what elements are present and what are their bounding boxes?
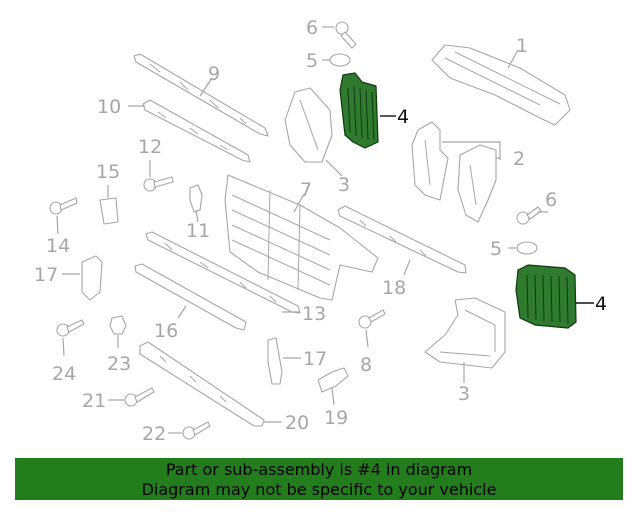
part-22-bolt[interactable] <box>182 421 211 440</box>
banner-line-2: Diagram may not be specific to your vehi… <box>141 480 497 499</box>
callout-3b: 3 <box>458 383 470 405</box>
callout-2: 2 <box>513 148 525 170</box>
part-10-seal[interactable] <box>142 99 251 163</box>
part-2-brackets[interactable] <box>411 121 497 223</box>
leader-18 <box>403 259 411 276</box>
callout-5a: 5 <box>306 50 318 72</box>
part-14-bolt[interactable] <box>49 197 78 215</box>
part-13-lower-bar[interactable] <box>145 231 301 314</box>
part-23-clip[interactable] <box>109 315 127 335</box>
callout-17b: 17 <box>303 348 327 370</box>
part-17-bracket-right[interactable] <box>267 337 283 385</box>
part-18-right-bar[interactable] <box>337 205 467 274</box>
callout-1: 1 <box>516 35 528 57</box>
leader-19 <box>331 387 335 406</box>
callout-7: 7 <box>300 179 312 201</box>
part-3-side-shield-upper[interactable] <box>284 87 333 163</box>
leader-11 <box>195 209 199 223</box>
callout-19: 19 <box>324 407 348 429</box>
info-banner: Part or sub-assembly is #4 in diagram Di… <box>15 458 623 500</box>
leader-16 <box>177 305 187 319</box>
callout-23: 23 <box>107 353 131 375</box>
part-3-lower-deflector[interactable] <box>424 297 506 369</box>
callout-18: 18 <box>382 277 406 299</box>
parts-diagram: 1 2 3 3 4 4 5 5 <box>34 17 607 445</box>
leader-1 <box>507 49 519 69</box>
part-16-trim-strip[interactable] <box>134 263 247 331</box>
part-4-air-duct-upper[interactable] <box>339 72 379 149</box>
callout-6b: 6 <box>545 189 557 211</box>
callout-3a: 3 <box>338 174 350 196</box>
part-1-air-deflector[interactable] <box>431 44 571 126</box>
part-4-air-duct-lower[interactable] <box>515 264 577 329</box>
callout-6a: 6 <box>306 17 318 39</box>
part-20-lower-bracket[interactable] <box>139 341 265 427</box>
callout-22: 22 <box>142 423 166 445</box>
part-5-clip-upper[interactable] <box>329 53 351 67</box>
leader-14 <box>56 215 59 235</box>
callout-11: 11 <box>186 220 210 242</box>
callout-5b: 5 <box>490 238 502 260</box>
part-21-bolt[interactable] <box>124 387 155 407</box>
callout-14: 14 <box>46 235 70 257</box>
part-15-bracket[interactable] <box>99 197 119 225</box>
part-6-pin-lower[interactable] <box>516 206 542 225</box>
part-19-sensor[interactable] <box>317 367 349 393</box>
leader-2 <box>442 141 501 160</box>
leader-9 <box>199 77 213 97</box>
callout-16: 16 <box>154 320 178 342</box>
callout-10: 10 <box>97 96 121 118</box>
callout-24: 24 <box>52 363 76 385</box>
part-24-bolt[interactable] <box>56 319 85 337</box>
callout-21: 21 <box>82 390 106 412</box>
callout-4a: 4 <box>397 106 409 128</box>
part-6-pin-upper[interactable] <box>335 21 357 49</box>
callout-15: 15 <box>96 161 120 183</box>
callout-8: 8 <box>360 354 372 376</box>
leader-7 <box>293 193 305 213</box>
part-17-side-panel-left[interactable] <box>81 255 103 301</box>
leader-24 <box>62 337 65 357</box>
callout-17a: 17 <box>34 264 58 286</box>
part-7-shutter-frame[interactable] <box>224 174 379 301</box>
callout-4b: 4 <box>595 293 607 315</box>
part-8-screw[interactable] <box>358 309 386 329</box>
banner-line-1: Part or sub-assembly is #4 in diagram <box>165 460 473 479</box>
callout-13: 13 <box>302 303 326 325</box>
part-5-clip-lower[interactable] <box>516 241 538 255</box>
leader-8 <box>365 329 369 348</box>
part-11-clip[interactable] <box>189 184 203 213</box>
leader-3a <box>325 159 343 177</box>
callout-12: 12 <box>138 136 162 158</box>
callout-9: 9 <box>208 63 220 85</box>
part-12-bolt[interactable] <box>143 176 174 192</box>
callout-20: 20 <box>285 412 309 434</box>
